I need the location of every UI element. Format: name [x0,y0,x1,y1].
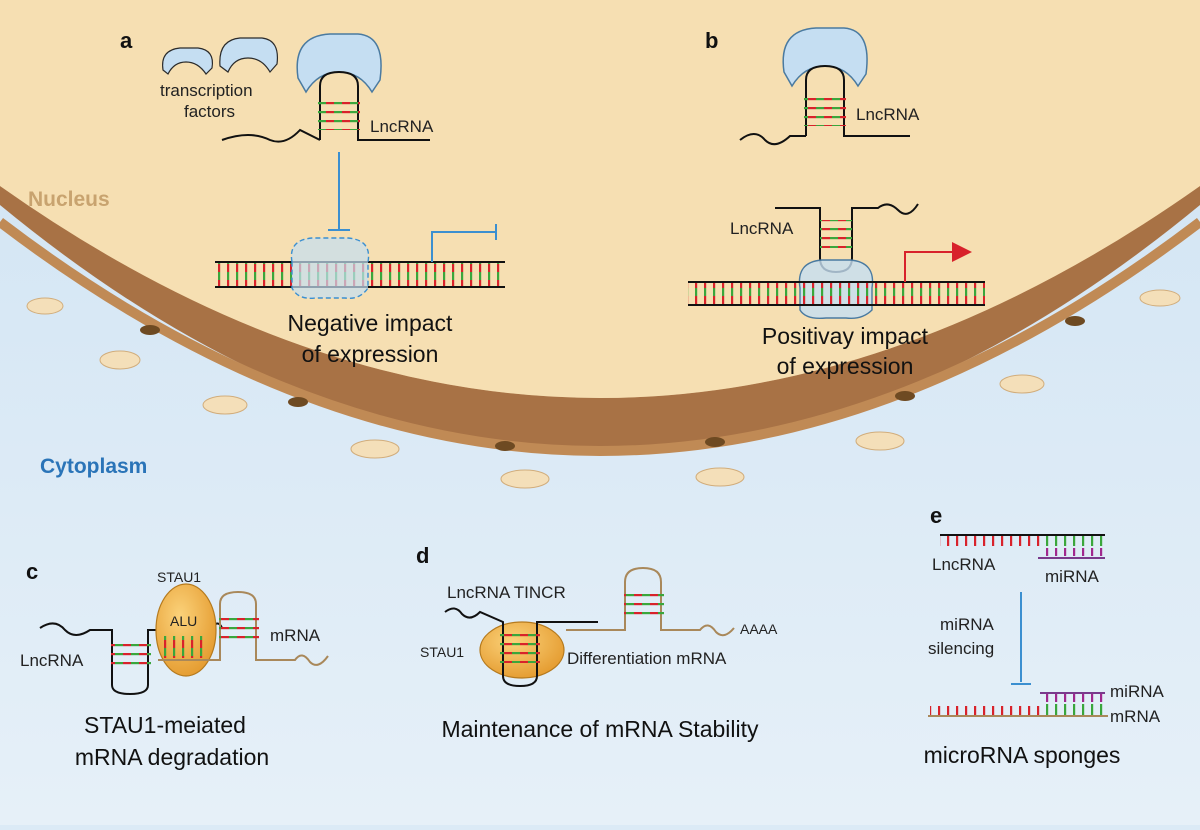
tf-label-line2: factors [184,102,235,121]
tincr-label: LncRNA TINCR [447,583,566,602]
mirna-ticks-bottom [1040,694,1105,702]
lncrna-strand-left [221,128,321,143]
nuclear-envelope-highlight [0,218,1200,456]
lncrna-basepairs [804,96,846,126]
mirna-ticks-top [1040,548,1105,556]
mrna-ticks-red [930,706,1040,716]
lncrna-hairpin [805,64,910,137]
diff-mrna-strand [566,566,735,637]
lncrna-hairpin [319,70,430,141]
panel-d-letter: d [416,543,429,568]
panel-d: d LncRNA TINCR STAU1 AAAA Differentiatio… [416,543,778,742]
panel-b-caption-line2: of expression [777,353,914,379]
panel-e: e LncRNA miRNA miRNA silencing miRNA mRN… [924,503,1165,768]
lncrna-label: LncRNA [20,651,84,670]
envelope-vesicles [26,289,1181,489]
transcription-factor-icon [162,47,214,75]
panel-a: a transcription factors LncRNA Negative … [120,28,505,367]
alu-basepairs [164,636,208,658]
nuclear-pores [140,316,1085,451]
lncrna-ticks-green [1040,536,1105,546]
panel-c-letter: c [26,559,38,584]
lncrna-basepairs [318,100,360,130]
panel-a-caption-line1: Negative impact [288,310,454,336]
lncrna-label: LncRNA [932,555,996,574]
lncrna-ticks-red [940,536,1040,546]
panel-d-caption: Maintenance of mRNA Stability [441,716,759,742]
tincr-strand [444,607,598,688]
panel-c-caption-line1: STAU1-meiated [84,712,246,738]
blocked-protein-icon [290,237,370,299]
lncrna-basepairs-mid [820,220,852,248]
stau1-protein-icon [155,583,217,677]
diff-mrna-label: Differentiation mRNA [567,649,727,668]
mrna-label: mRNA [270,626,321,645]
mirna-label-bottom: miRNA [1110,682,1164,701]
panel-e-letter: e [930,503,942,528]
lncrna-label: LncRNA [370,117,434,136]
stau1-label: STAU1 [420,644,464,660]
panel-b-caption-line1: Positivay impact [762,323,929,349]
diff-mrna-basepairs [624,591,664,621]
mrna-ticks-green [1040,704,1105,716]
silencing-label-line1: miRNA [940,615,994,634]
mrna-strand [158,590,329,666]
panel-c-caption-line2: mRNA degradation [75,744,269,770]
lncrna-strand-left [739,133,806,146]
panel-a-letter: a [120,28,133,53]
activation-arrow [904,242,972,282]
lncrna-label-mid: LncRNA [730,219,794,238]
silencing-label-line2: silencing [928,639,994,658]
lncrna-label-top: LncRNA [856,105,920,124]
mirna-label-top: miRNA [1045,567,1099,586]
panel-a-caption-line2: of expression [302,341,439,367]
transcription-factor-icon [219,37,279,74]
mrna-label: mRNA [1110,707,1161,726]
polya-label: AAAA [740,621,778,637]
panel-e-caption: microRNA sponges [924,742,1121,768]
mrna-basepairs [219,615,259,645]
panel-b: b LncRNA LncRNA Positivay impact of expr… [688,27,985,379]
tf-label-line1: transcription [160,81,253,100]
tincr-basepairs [500,633,540,663]
nucleus-label: Nucleus [28,188,110,211]
panel-b-letter: b [705,28,718,53]
alu-label: ALU [170,613,197,629]
promoter-blocked [431,231,496,262]
stau1-label: STAU1 [157,569,201,585]
cytoplasm-label: Cytoplasm [40,455,147,478]
dna-basepairs [688,283,985,304]
lncrna-basepairs [111,641,151,671]
panel-c: c STAU1 LncRNA ALU mRNA STAU1-meiated mR… [20,559,329,770]
